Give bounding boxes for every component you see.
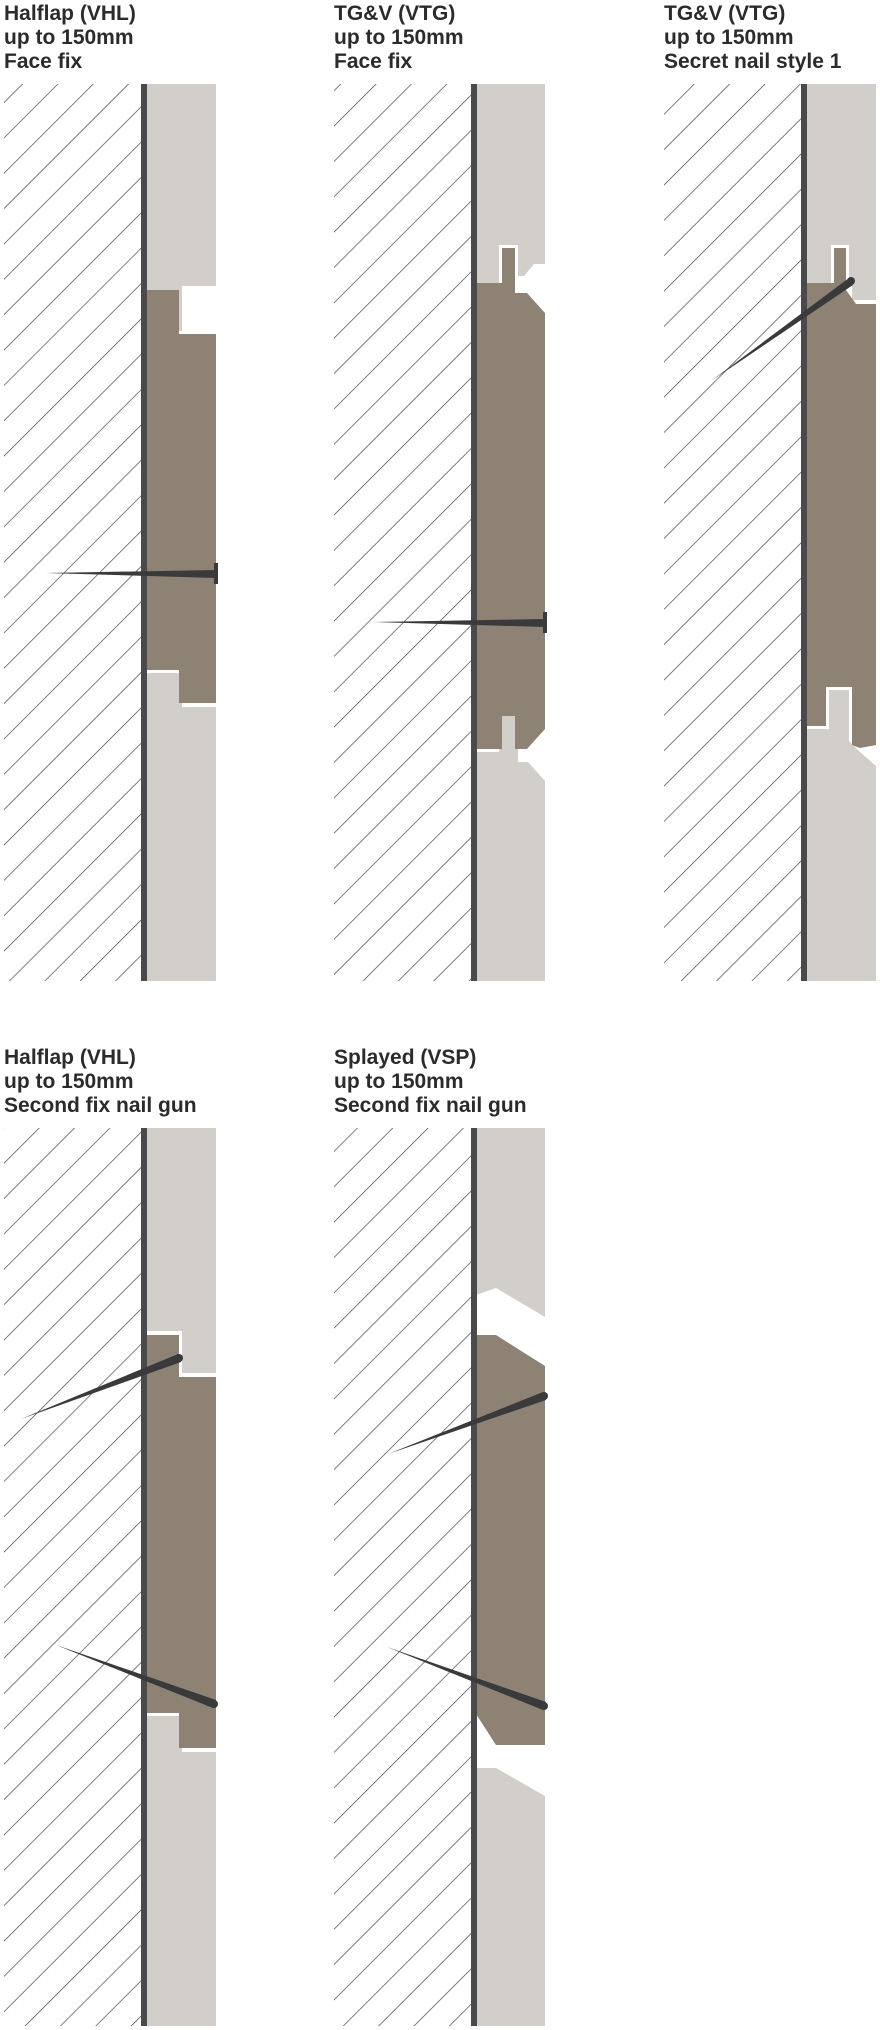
panel-tgv-face-fix	[334, 84, 547, 981]
lower-board	[806, 690, 876, 981]
fixing-method: Face fix	[4, 50, 83, 73]
batten	[801, 84, 807, 981]
substrate-hatch	[4, 84, 143, 981]
nail-lower-head	[540, 1702, 548, 1710]
profile-name: Halflap (VHL)	[4, 2, 136, 25]
board-size: up to 150mm	[4, 1070, 134, 1093]
substrate-hatch	[4, 1128, 143, 2026]
nail-head	[847, 277, 855, 285]
panel-2-title: TG&V (VTG) up to 150mm Face fix	[334, 2, 464, 74]
lower-board	[146, 1716, 216, 2026]
lower-board	[476, 713, 545, 981]
profile-name: Splayed (VSP)	[334, 1046, 477, 1069]
board-size: up to 150mm	[4, 26, 134, 49]
profile-name: Halflap (VHL)	[4, 1046, 136, 1069]
panel-halflap-face-fix	[4, 84, 218, 981]
upper-board	[146, 1128, 216, 1373]
nail-head	[543, 612, 547, 633]
nail-upper	[388, 1392, 546, 1454]
fixing-method: Second fix nail gun	[334, 1094, 527, 1117]
main-board	[476, 248, 545, 749]
nail-head	[214, 563, 218, 584]
lower-board	[146, 673, 216, 981]
main-board	[806, 248, 876, 748]
batten	[471, 1128, 477, 2026]
nail-lower	[56, 1645, 216, 1708]
fixing-method: Face fix	[334, 50, 413, 73]
panel-tgv-secret-nail	[664, 84, 876, 981]
panel-4-title: Halflap (VHL) up to 150mm Second fix nai…	[4, 1046, 197, 1118]
board-size: up to 150mm	[334, 1070, 464, 1093]
nail-upper	[21, 1354, 181, 1419]
batten	[141, 84, 147, 981]
upper-board	[476, 84, 545, 283]
upper-board	[146, 84, 216, 331]
board-size: up to 150mm	[334, 26, 464, 49]
profile-name: TG&V (VTG)	[334, 2, 456, 25]
fixing-method: Secret nail style 1	[664, 50, 842, 73]
panel-halflap-nail-gun	[4, 1128, 218, 2026]
upper-board	[476, 1128, 545, 1317]
main-board	[146, 290, 216, 703]
lower-board	[476, 1768, 545, 2026]
nail-upper-head	[175, 1354, 183, 1362]
main-board	[476, 1335, 545, 1745]
main-board	[146, 1335, 216, 1748]
nail	[373, 619, 545, 627]
panel-1-title: Halflap (VHL) up to 150mm Face fix	[4, 2, 136, 74]
nail-upper-head	[540, 1392, 548, 1400]
board-size: up to 150mm	[664, 26, 794, 49]
nail-lower	[387, 1647, 546, 1710]
substrate-hatch	[334, 1128, 475, 2026]
panel-3-title: TG&V (VTG) up to 150mm Secret nail style…	[664, 2, 841, 74]
nail	[46, 570, 216, 578]
upper-board	[806, 84, 876, 300]
substrate-hatch	[334, 84, 474, 981]
nail-lower-head	[210, 1700, 218, 1708]
nail	[711, 278, 853, 381]
profile-name: TG&V (VTG)	[664, 2, 786, 25]
batten	[141, 1128, 147, 2026]
panel-splayed-nail-gun	[334, 1128, 548, 2026]
panel-5-title: Splayed (VSP) up to 150mm Second fix nai…	[334, 1046, 527, 1118]
batten	[471, 84, 477, 981]
fixing-method: Second fix nail gun	[4, 1094, 197, 1117]
substrate-hatch	[664, 84, 803, 981]
